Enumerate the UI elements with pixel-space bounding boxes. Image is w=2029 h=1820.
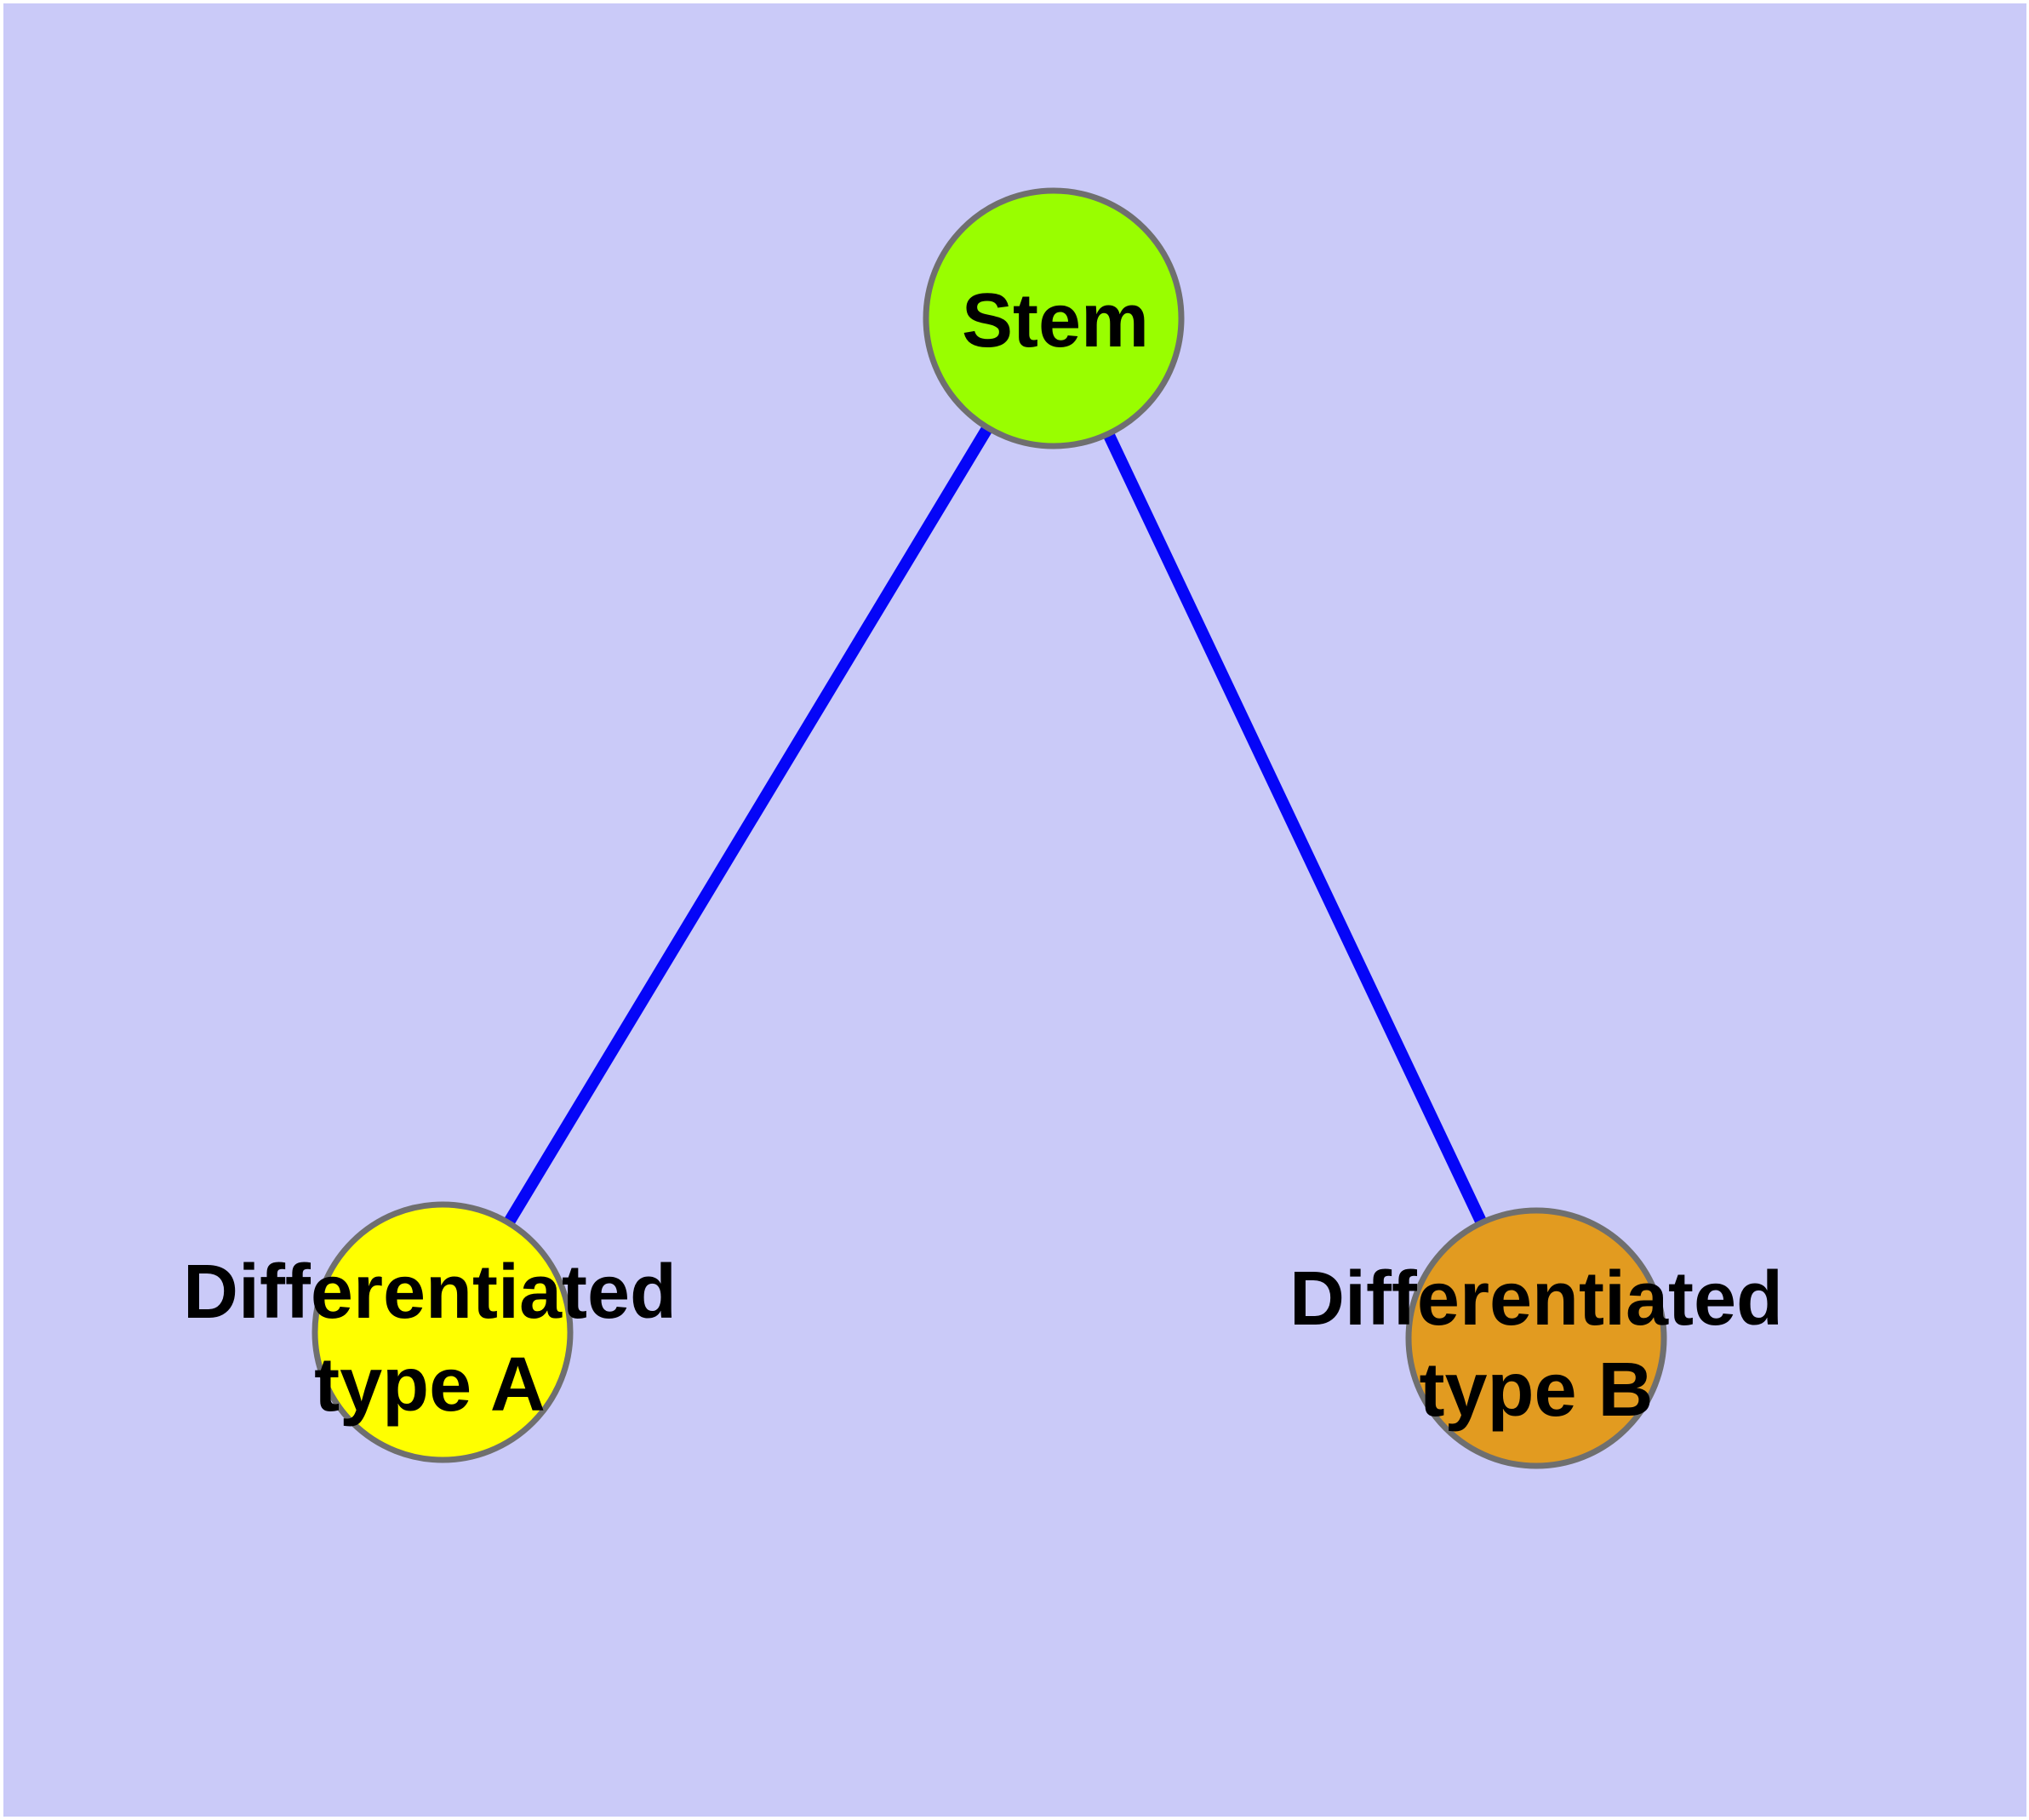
- edge-stem-to-type-b: [1048, 316, 1542, 1341]
- type-a-node: [311, 1201, 574, 1463]
- type-b-node-label-line1: Differentiated: [1289, 1256, 1783, 1342]
- type-a-node-label-line2: type A: [314, 1342, 546, 1428]
- type-a-node-label-line1: Differentiated: [183, 1250, 677, 1335]
- edge-stem-to-type-a: [437, 315, 1059, 1336]
- type-b-node: [1405, 1207, 1667, 1469]
- stem-node-label: Stem: [962, 278, 1149, 363]
- type-b-node-label-line2: type B: [1419, 1348, 1653, 1433]
- stem-node: [923, 187, 1185, 449]
